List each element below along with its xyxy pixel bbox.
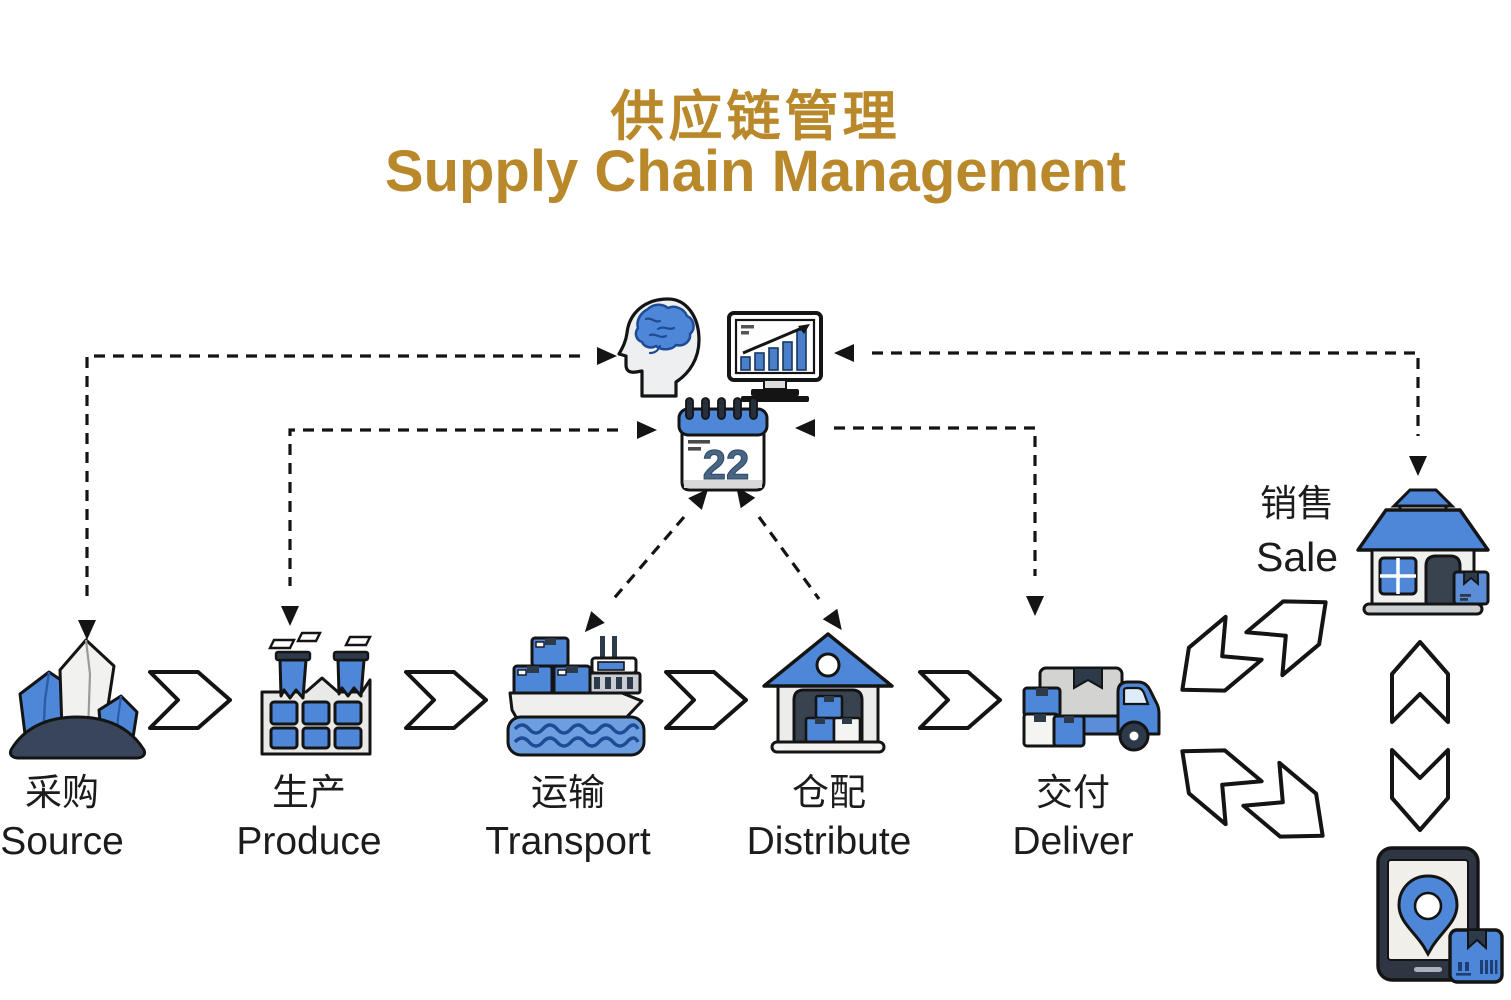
label-produce-en: Produce [236,820,382,863]
raw-material-crystals-icon [4,626,152,762]
calendar-day: 22 [703,441,750,488]
label-source: 采购 Source [0,768,172,865]
chevron-produce-transport [404,670,488,730]
chevron-tablet-store-up [1390,640,1450,724]
cargo-ship-icon [506,628,646,760]
label-produce-zh: 生产 [272,772,346,813]
label-transport-zh: 运输 [531,772,605,813]
chevron-store-tablet-down [1390,748,1450,832]
page-title-en: Supply Chain Management [384,139,1127,204]
label-distribute: 仓配 Distribute [719,768,939,865]
arrow-source-brain [85,354,580,600]
warehouse-icon [758,628,898,760]
retail-store-icon [1352,486,1494,624]
label-source-en: Source [0,820,124,863]
arrow-deliver-calendar [834,426,1037,576]
monitor-chart-icon [722,310,828,408]
label-distribute-zh: 仓配 [792,772,866,813]
head-brain-icon [608,294,706,402]
label-produce: 生产 Produce [199,768,419,865]
chevron-deliver-tablet-down [1241,760,1343,860]
arrow-store-monitor [872,351,1420,436]
chevron-deliver-store-up [1244,578,1346,678]
label-deliver-zh: 交付 [1036,772,1110,813]
page-title-zh: 供应链管理 [610,87,901,147]
label-sale-en: Sale [1255,534,1339,580]
label-sale: 销售 Sale [1212,478,1382,584]
chevron-store-deliver-down [1162,614,1264,714]
label-source-zh: 采购 [25,772,99,813]
label-transport-en: Transport [485,820,651,863]
delivery-truck-icon [1016,648,1166,756]
label-distribute-en: Distribute [746,820,912,863]
arrow-produce-calendar [288,428,618,586]
chevron-transport-distribute [664,670,748,730]
calendar-icon: 22 [674,396,772,498]
chevron-distribute-deliver [918,670,1002,730]
chevron-source-produce [148,670,232,730]
label-sale-zh: 销售 [1260,483,1334,524]
label-transport: 运输 Transport [458,768,678,865]
label-deliver: 交付 Deliver [963,768,1183,865]
factory-icon [246,628,386,760]
label-deliver-en: Deliver [1012,820,1134,863]
tablet-location-box-icon [1358,842,1508,990]
arrow-distribute-calendar [757,516,821,600]
arrow-transport-calendar [608,515,686,605]
